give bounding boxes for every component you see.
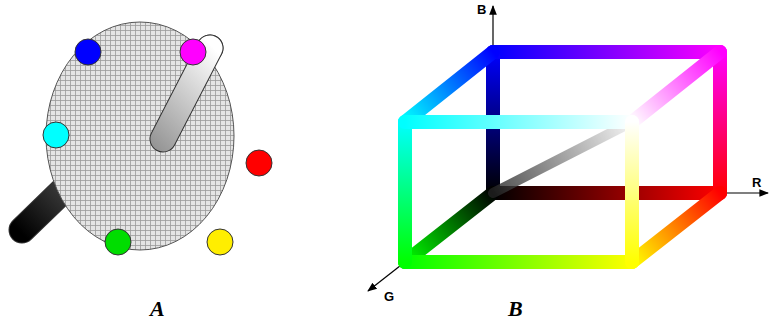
cube-edge [625, 122, 639, 262]
cube-edge [405, 115, 632, 129]
grey-diagonal [493, 122, 632, 193]
cube-edge [405, 193, 493, 262]
rgb-cube-figure [368, 6, 768, 291]
cube-edge [405, 255, 632, 269]
hue-dot [246, 150, 272, 176]
hue-dot [207, 229, 233, 255]
axis-arrow [368, 262, 405, 291]
hue-dot [105, 229, 131, 255]
cube-edge [493, 45, 720, 59]
color-wheel-figure [22, 22, 272, 255]
cube-edge [632, 52, 720, 122]
hue-dot [180, 39, 206, 65]
cube-edge [398, 122, 412, 262]
cube-edge [632, 193, 720, 262]
cube-edge [405, 52, 493, 122]
hue-disc [46, 22, 234, 250]
panel-label: A [150, 298, 165, 320]
cube-edge [713, 52, 727, 193]
axis-label: G [384, 290, 394, 303]
axis-arrow [720, 192, 768, 193]
axis-label: R [752, 176, 761, 189]
hue-dot [43, 122, 69, 148]
panel-label: B [508, 298, 523, 320]
hue-dot [75, 39, 101, 65]
axis-label: B [477, 3, 486, 16]
cube-edge [493, 186, 720, 200]
